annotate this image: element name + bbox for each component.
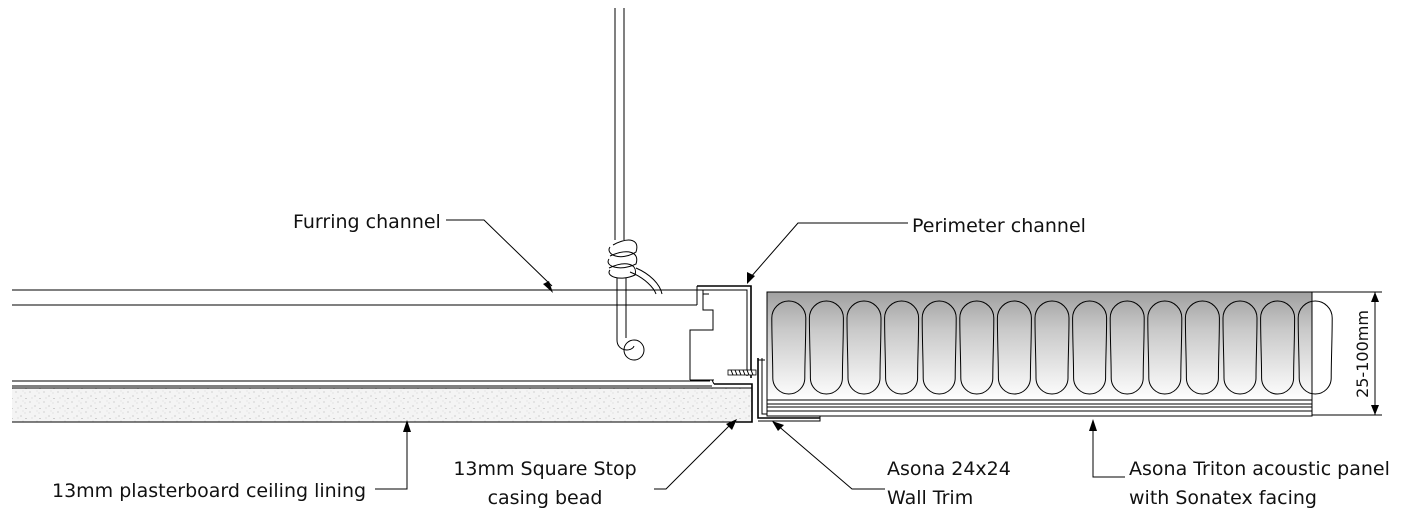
perimeter-channel bbox=[689, 285, 752, 381]
screw bbox=[727, 369, 757, 376]
insulation-lobe bbox=[1184, 300, 1220, 395]
label-perimeter-channel: Perimeter channel bbox=[912, 215, 1086, 237]
leader-furring-channel bbox=[446, 219, 553, 293]
acoustic-panel bbox=[766, 291, 1333, 417]
insulation-lobe bbox=[996, 300, 1032, 395]
label-casing-bead-line1: 13mm Square Stop bbox=[453, 458, 636, 480]
insulation-lobe bbox=[808, 300, 844, 395]
insulation-lobe bbox=[771, 300, 807, 395]
dimension-text: 25-100mm bbox=[1353, 310, 1372, 398]
insulation-lobe bbox=[1072, 300, 1108, 395]
leader-acoustic-panel bbox=[1089, 419, 1125, 478]
hanger-rod bbox=[607, 8, 663, 361]
plasterboard bbox=[12, 380, 752, 423]
insulation-lobe bbox=[1260, 300, 1296, 395]
leader-plasterboard bbox=[375, 420, 411, 490]
label-wall-trim-line1: Asona 24x24 bbox=[887, 458, 1011, 480]
label-wall-trim-line2: Wall Trim bbox=[887, 487, 973, 509]
label-plasterboard: 13mm plasterboard ceiling lining bbox=[52, 480, 366, 502]
label-acoustic-panel-line2: with Sonatex facing bbox=[1129, 487, 1317, 509]
insulation-lobe bbox=[1297, 300, 1333, 395]
leader-wall-trim bbox=[772, 421, 885, 490]
insulation-lobe bbox=[1222, 300, 1258, 395]
thickness-dimension: 25-100mm bbox=[1312, 291, 1382, 416]
label-casing-bead-line2: casing bead bbox=[488, 487, 603, 509]
insulation-lobe bbox=[959, 300, 995, 395]
insulation-lobe bbox=[1147, 300, 1183, 395]
furring-channel bbox=[12, 289, 697, 306]
insulation-lobe bbox=[1034, 300, 1070, 395]
casing-bead bbox=[711, 379, 753, 423]
insulation-lobe bbox=[846, 300, 882, 395]
label-acoustic-panel-line1: Asona Triton acoustic panel bbox=[1129, 458, 1390, 480]
label-furring-channel: Furring channel bbox=[293, 211, 441, 233]
insulation-lobe bbox=[1109, 300, 1145, 395]
leader-casing-bead bbox=[654, 419, 737, 490]
leader-perimeter-channel bbox=[747, 222, 908, 284]
insulation-lobe bbox=[921, 300, 957, 395]
insulation-lobe bbox=[884, 300, 920, 395]
